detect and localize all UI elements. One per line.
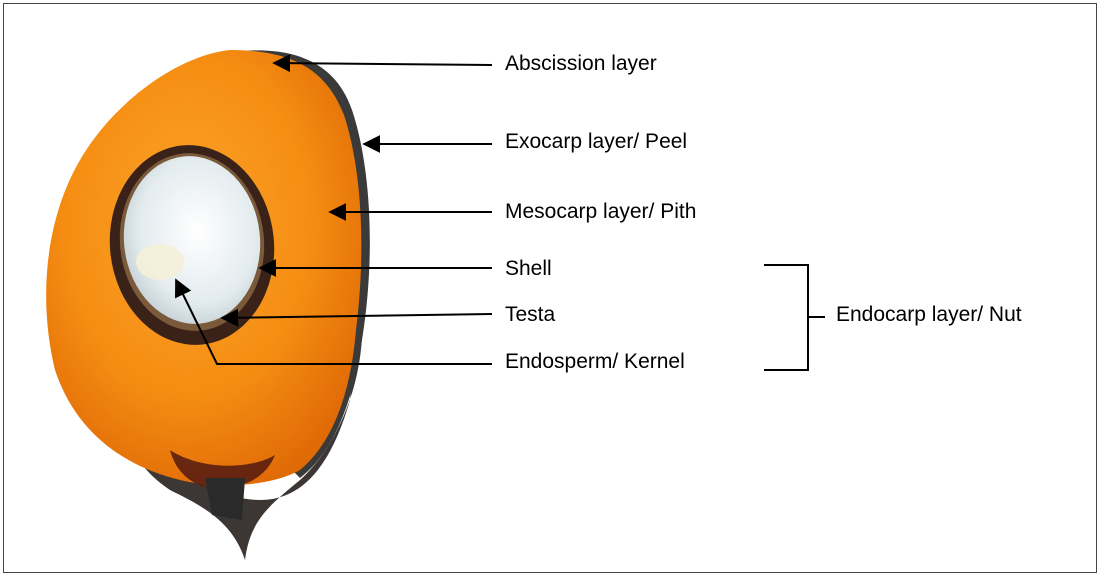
label-abscission: Abscission layer: [505, 53, 657, 74]
stalk: [205, 478, 245, 520]
label-exocarp: Exocarp layer/ Peel: [505, 131, 687, 152]
embryo: [136, 244, 184, 280]
label-endocarp: Endocarp layer/ Nut: [836, 304, 1022, 325]
endocarp-bracket: [764, 265, 808, 370]
label-mesocarp: Mesocarp layer/ Pith: [505, 201, 696, 222]
label-testa: Testa: [505, 304, 555, 325]
label-shell: Shell: [505, 258, 552, 279]
label-endosperm: Endosperm/ Kernel: [505, 351, 685, 372]
